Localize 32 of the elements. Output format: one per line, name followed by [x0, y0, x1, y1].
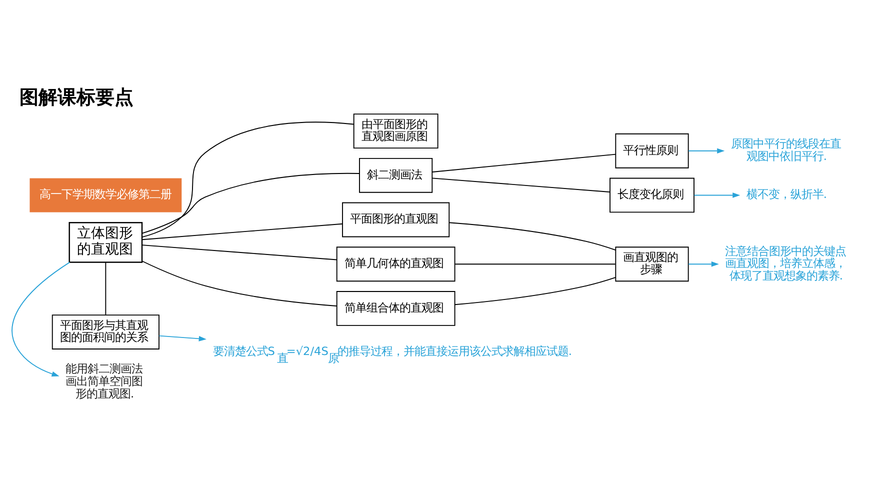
arrow	[158, 334, 206, 341]
node-box: 简单几何体的直观图	[336, 246, 456, 282]
arrow	[694, 192, 740, 198]
connector	[142, 172, 360, 234]
connector	[105, 261, 106, 315]
connector	[454, 276, 616, 305]
node-box: 平面图形的直观图	[342, 202, 450, 237]
connector	[432, 177, 610, 192]
node-box: 斜二测画法	[359, 157, 433, 192]
diagram-title: 图解课标要点	[19, 86, 134, 108]
connector	[432, 153, 616, 172]
arrow	[12, 261, 70, 376]
arrow	[688, 148, 725, 154]
arrow	[688, 260, 719, 266]
label: 高一下学期数学必修第二册	[40, 186, 172, 201]
connector	[142, 244, 338, 260]
node-box: 由平面图形的直观图画原图	[353, 113, 438, 148]
node-box: 简单组合体的直观图	[336, 290, 456, 326]
node-box: 立体图形的直观图	[68, 221, 143, 262]
connector	[454, 263, 616, 264]
connector	[142, 222, 343, 240]
node-text: 注意结合图形中的关键点画直观图，培养立体感，体现了直观想象的素养.	[725, 243, 846, 282]
node-box: 平行性原则	[615, 132, 689, 168]
node-text: 横不变，纵折半.	[746, 186, 827, 201]
node-box: 平面图形与其直观图的面积间的关系	[52, 314, 160, 349]
node-text: 原图中平行的线段在直观图中依旧平行.	[730, 136, 841, 162]
node-box: 画直观图的步骤	[615, 246, 689, 282]
node-box: 长度变化原则	[610, 177, 694, 212]
node-text: 能用斜二测画法画出简单空间图形的直观图.	[66, 361, 143, 400]
connector	[142, 260, 338, 306]
connector	[448, 222, 616, 250]
connector	[142, 121, 354, 238]
